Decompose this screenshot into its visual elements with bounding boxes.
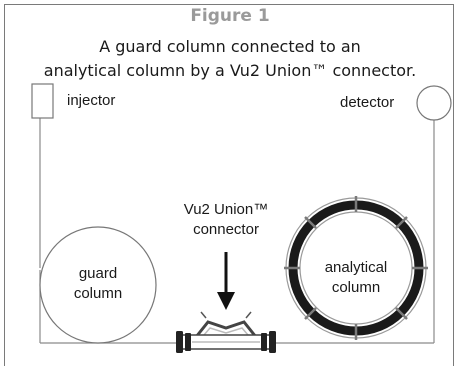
injector-label: injector	[67, 92, 116, 109]
caption-line-1: A guard column connected to an	[99, 37, 361, 56]
figure-caption: A guard column connected to an analytica…	[0, 35, 460, 83]
analytical-column-label: analytical column	[306, 258, 406, 298]
analytical-column-label-line-1: analytical	[324, 259, 388, 276]
analytical-column-coil	[284, 196, 428, 340]
connector-label-line-2: connector	[193, 221, 259, 238]
analytical-column-label-line-2: column	[331, 279, 381, 296]
guard-column-label: guard column	[58, 264, 138, 304]
figure-frame	[4, 4, 454, 366]
vu2-union-connector	[176, 311, 276, 353]
connector-label-line-1: Vu2 Union™	[183, 201, 269, 218]
detector-label: detector	[340, 94, 395, 111]
caption-line-2: analytical column by a Vu2 Union™ connec…	[43, 61, 417, 80]
figure-title: Figure 1	[190, 6, 270, 26]
connector-label: Vu2 Union™ connector	[165, 200, 287, 240]
guard-column-label-line-2: column	[73, 285, 123, 302]
connector-arrow	[217, 252, 235, 310]
guard-column-label-line-1: guard	[78, 265, 118, 282]
injector-box	[31, 83, 54, 119]
guard-column-coil	[39, 226, 157, 344]
detector-circle	[416, 85, 452, 121]
